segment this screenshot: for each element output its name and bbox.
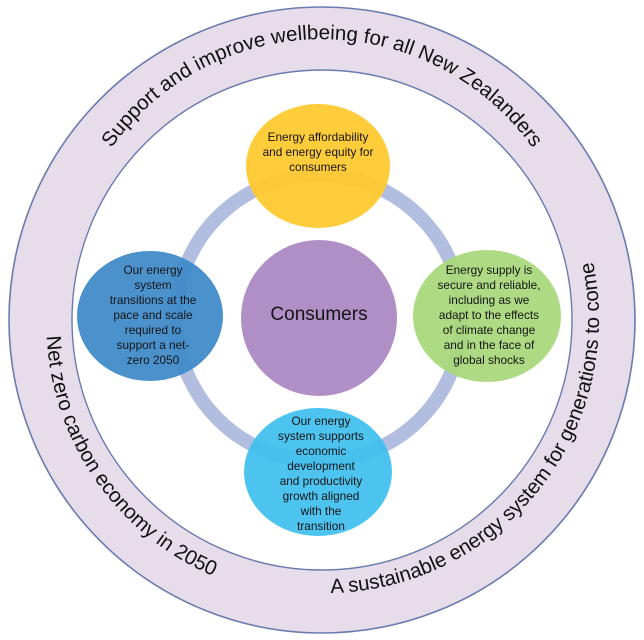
node-top-label: Energy affordability and energy equity f… (262, 130, 374, 174)
node-top-circle (246, 104, 390, 228)
center-circle (241, 240, 397, 396)
node-right-circle (413, 250, 561, 382)
node-left-circle (77, 251, 223, 381)
node-bottom-circle (244, 408, 392, 536)
node-left-label: Our energy system transitions at the pac… (109, 263, 197, 367)
center-label: Consumers (270, 304, 368, 325)
node-bottom-label: Our energy system supports economic deve… (278, 414, 364, 533)
node-right-label: Energy supply is secure and reliable, in… (437, 263, 541, 367)
